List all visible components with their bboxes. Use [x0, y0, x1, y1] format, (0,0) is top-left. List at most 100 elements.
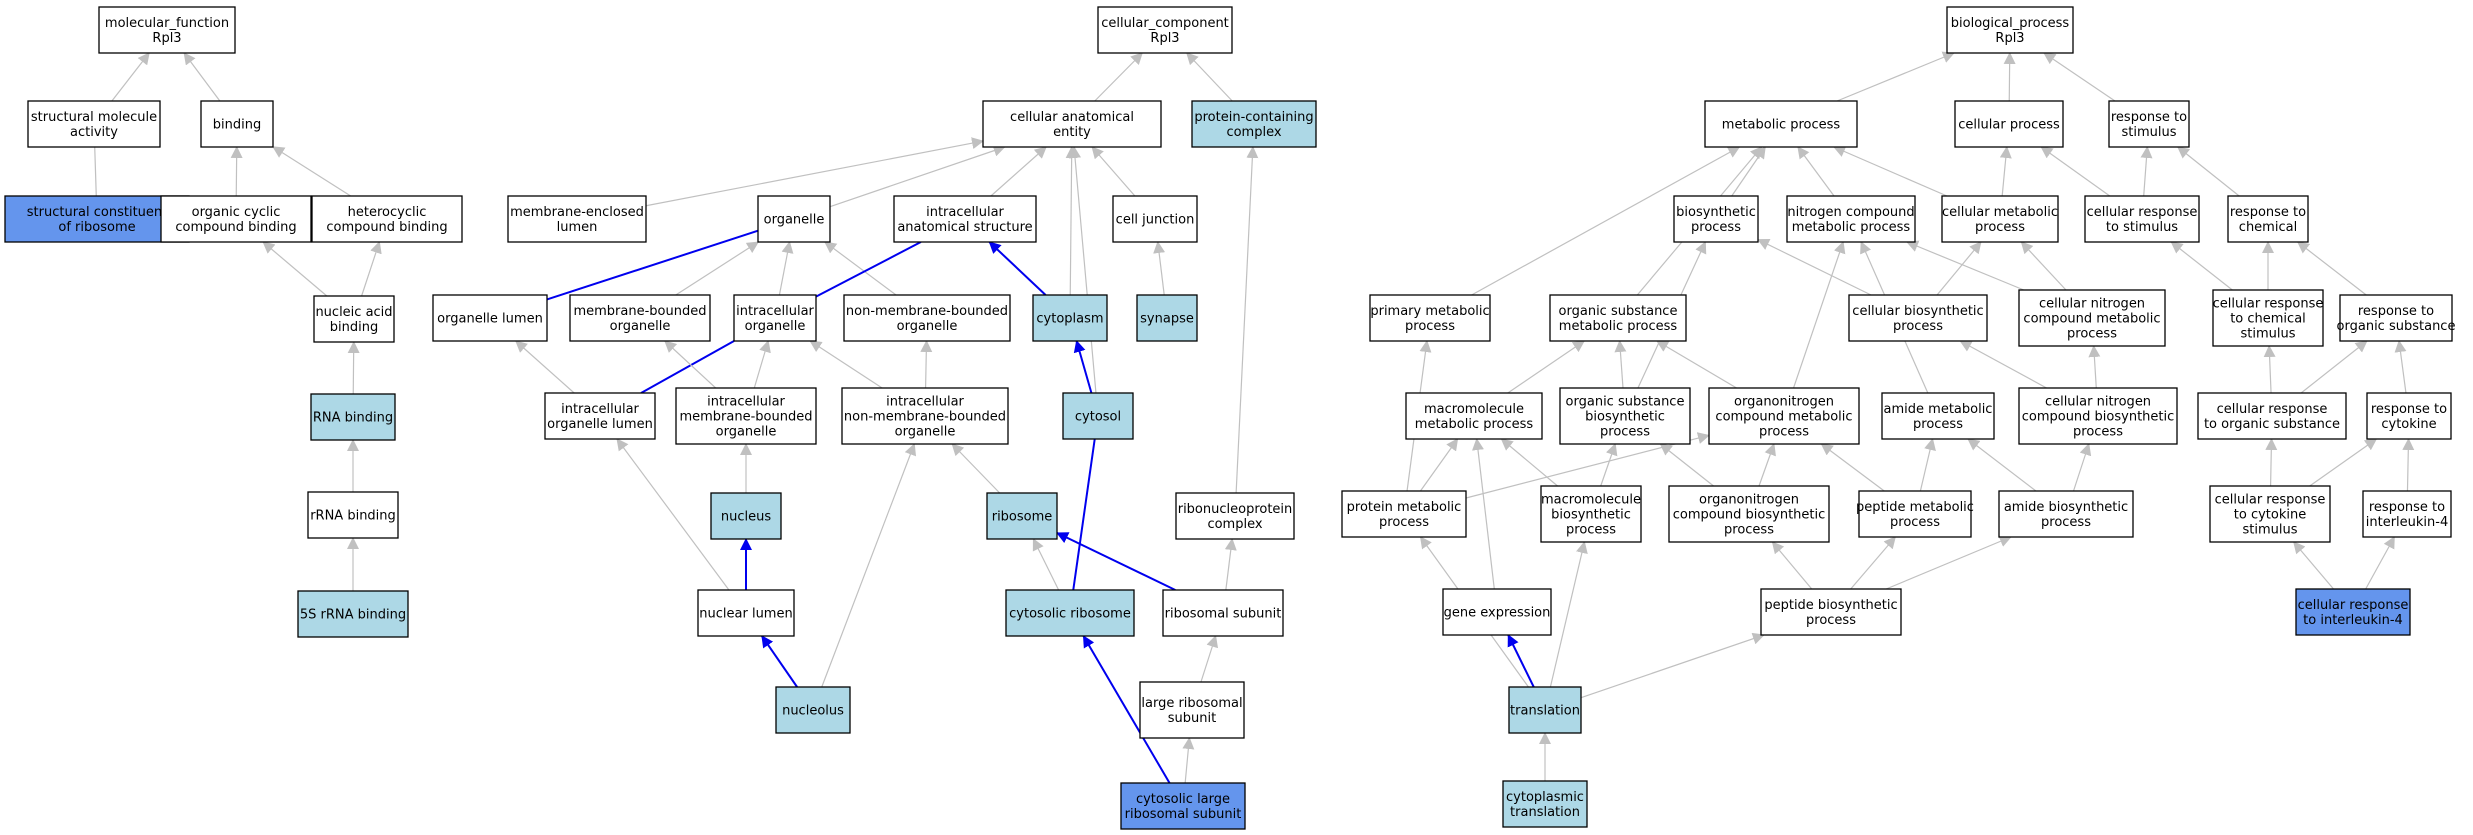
node-label-line: cytosol	[1075, 410, 1121, 425]
node-box	[2108, 100, 2190, 148]
node-rrnab: rRNA binding	[307, 491, 399, 539]
node-box	[1062, 392, 1134, 440]
edge-cytosol-to-cytoplasm	[1073, 340, 1093, 394]
node-box	[986, 492, 1058, 540]
node-box	[1668, 485, 1830, 543]
node-box	[2209, 485, 2331, 543]
edge-rtos-to-rtc	[2296, 241, 2367, 296]
node-label-line: nuclear lumen	[699, 607, 792, 622]
node-label-line: Rpl3	[1150, 31, 1179, 46]
node-binding: binding	[200, 100, 274, 148]
edge-ncmp-to-mp	[1797, 146, 1835, 197]
edge-inmbo-to-nmbo	[920, 340, 933, 389]
node-label-line: membrane-enclosed	[510, 205, 644, 220]
node-label-line: organelle lumen	[437, 312, 543, 327]
node-box	[1442, 588, 1552, 636]
node-label-line: process	[1566, 523, 1616, 538]
node-rnab: RNA binding	[310, 393, 396, 441]
node-label-line: cellular_component	[1101, 16, 1229, 31]
edge-cbp-to-cmp	[1936, 241, 1982, 296]
edge-mbp-to-osbp	[1600, 443, 1618, 487]
node-box	[757, 195, 831, 243]
node-box	[1786, 195, 1916, 243]
edge-imbo-to-io	[753, 340, 771, 389]
edge-nucleolus-to-inmbo	[821, 443, 917, 688]
node-box	[1848, 294, 1988, 342]
edge-cri4-to-rti4	[2365, 536, 2395, 590]
node-mp: metabolic process	[1704, 100, 1858, 148]
node-translation: translation	[1508, 686, 1582, 734]
node-box	[1549, 294, 1687, 342]
edge-clrs-to-lrs	[1182, 737, 1195, 784]
node-rs: ribosomal subunit	[1162, 589, 1284, 637]
node-label-line: cellular process	[1958, 118, 2060, 133]
edge-layer	[94, 51, 2415, 784]
node-label-line: process	[1893, 319, 1943, 334]
node-box	[2366, 392, 2452, 440]
node-label-line: ribosomal subunit	[1125, 807, 1242, 822]
node-synapse: synapse	[1136, 294, 1198, 342]
node-label-line: organonitrogen	[1699, 493, 1799, 508]
node-box	[1162, 589, 1284, 637]
node-label-line: of ribosome	[58, 220, 135, 235]
node-box	[1502, 780, 1588, 828]
node-box	[1673, 195, 1759, 243]
node-label-line: translation	[1510, 704, 1580, 719]
node-label-line: biological_process	[1951, 16, 2070, 31]
node-label-line: protein-containing	[1194, 110, 1313, 125]
edge-cri4-to-crtcs2	[2293, 541, 2334, 590]
node-label-line: process	[1890, 515, 1940, 530]
node-box	[1405, 392, 1543, 440]
node-label-line: Rpl3	[1995, 31, 2024, 46]
node-box	[2295, 588, 2411, 636]
node-label-line: RNA binding	[313, 411, 393, 426]
node-box	[1704, 100, 1858, 148]
node-label-line: amide biosynthetic	[2004, 500, 2128, 515]
node-box	[1112, 195, 1198, 243]
edge-organelle-to-cae	[829, 144, 1006, 208]
node-label-line: nitrogen compound	[1787, 205, 1914, 220]
node-label-line: cell junction	[1116, 213, 1195, 228]
edge-crts-to-rts	[2140, 146, 2153, 197]
edge-binding-to-mf	[183, 52, 221, 102]
node-label-line: metabolic process	[1792, 220, 1911, 235]
node-cytosol: cytosol	[1062, 392, 1134, 440]
node-label-line: nucleic acid	[315, 305, 392, 320]
node-label-line: gene expression	[1444, 606, 1551, 621]
edge-osbp-to-osmp	[1614, 340, 1627, 389]
edge-cncmp-to-cmp	[2020, 241, 2067, 291]
edge-cbp-to-bsp	[1757, 239, 1872, 296]
edge-translation-to-pbp	[1580, 632, 1765, 699]
edge-oncmp-to-ncmp	[1792, 241, 1846, 389]
edge-cj-to-cae	[1091, 146, 1136, 197]
node-box	[1858, 490, 1972, 538]
node-label-line: molecular_function	[105, 16, 229, 31]
node-label-line: large ribosomal	[1141, 696, 1242, 711]
node-nucleolus: nucleolus	[775, 686, 851, 734]
edge-cr-to-cytosol	[1072, 438, 1096, 591]
edge-rnpc-to-pcc	[1235, 146, 1259, 494]
node-label-line: cytosolic ribosome	[1009, 607, 1131, 622]
node-ribosome: ribosome	[986, 492, 1058, 540]
edge-pcc-to-cc	[1186, 52, 1233, 102]
node-box	[160, 195, 312, 243]
node-label-line: to organic substance	[2204, 417, 2340, 432]
edge-abp-to-amp	[1967, 438, 2037, 492]
edge-hccb-to-binding	[272, 146, 352, 197]
edge-rs-to-ribosome	[1056, 531, 1176, 591]
node-label-line: response to	[2230, 205, 2306, 220]
node-label-line: cellular response	[2217, 402, 2328, 417]
